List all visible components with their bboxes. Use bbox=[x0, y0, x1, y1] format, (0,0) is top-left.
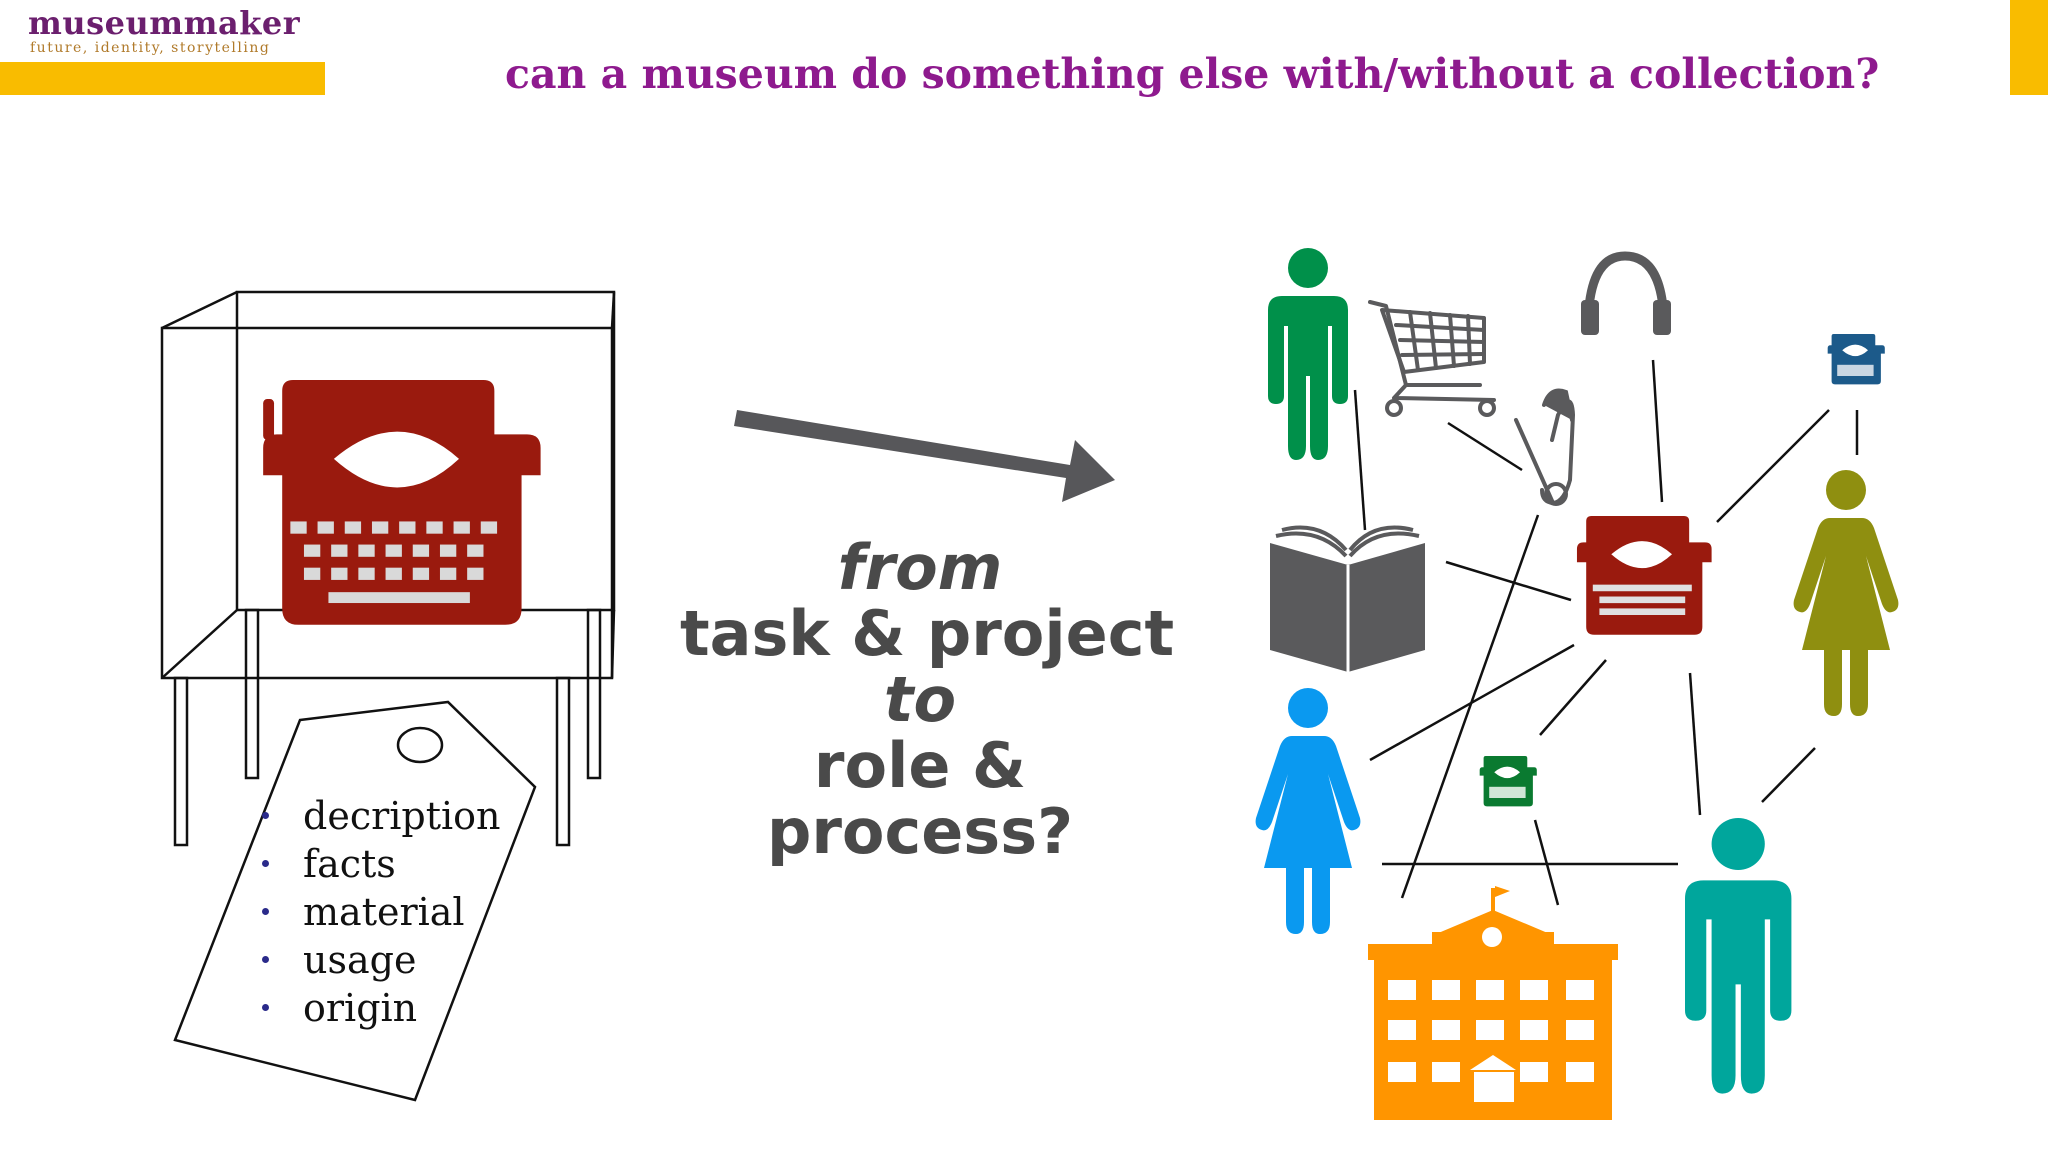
bullet-icon bbox=[262, 812, 269, 819]
blue-typewriter-icon bbox=[1827, 334, 1885, 385]
list-item: material bbox=[262, 888, 501, 936]
center-line-role: role & bbox=[813, 729, 1027, 802]
headphones-icon bbox=[1581, 251, 1671, 335]
slide-title: can a museum do something else with/with… bbox=[505, 50, 1880, 98]
label-tag bbox=[173, 700, 537, 1102]
center-line-task: task & project bbox=[680, 597, 1175, 670]
network-lines bbox=[1353, 359, 1859, 906]
list-item: usage bbox=[262, 936, 501, 984]
center-line-to: to bbox=[883, 663, 957, 736]
bullet-icon bbox=[262, 956, 269, 963]
museum-building-icon bbox=[1368, 886, 1618, 1120]
green-man-icon bbox=[1268, 248, 1348, 460]
bullet-icon bbox=[262, 908, 269, 915]
accent-bar bbox=[2010, 0, 2048, 95]
tag-list: decription facts material usage origin bbox=[262, 792, 501, 1032]
olive-woman-icon bbox=[1793, 470, 1899, 716]
red-typewriter-icon bbox=[263, 380, 541, 625]
teal-man-icon bbox=[1685, 818, 1792, 1094]
logo-bar bbox=[0, 62, 325, 95]
list-item: origin bbox=[262, 984, 501, 1032]
logo-tagline: future, identity, storytelling bbox=[30, 40, 271, 56]
green-typewriter-icon bbox=[1479, 756, 1537, 807]
bullet-icon bbox=[262, 860, 269, 867]
book-icon bbox=[1270, 525, 1425, 672]
logo: museummaker bbox=[28, 4, 301, 42]
list-item: facts bbox=[262, 840, 501, 888]
list-item: decription bbox=[262, 792, 501, 840]
arrow bbox=[734, 410, 1115, 502]
shopping-cart-icon bbox=[1368, 300, 1496, 417]
center-line-from: from bbox=[837, 531, 1003, 604]
center-statement: from task & project to role & process? bbox=[680, 531, 1175, 868]
blue-woman-icon bbox=[1255, 688, 1361, 934]
bullet-icon bbox=[262, 1004, 269, 1011]
center-line-process: process? bbox=[766, 795, 1074, 868]
red-typewriter-icon bbox=[1576, 516, 1712, 635]
safety-pin-icon bbox=[1514, 388, 1576, 506]
